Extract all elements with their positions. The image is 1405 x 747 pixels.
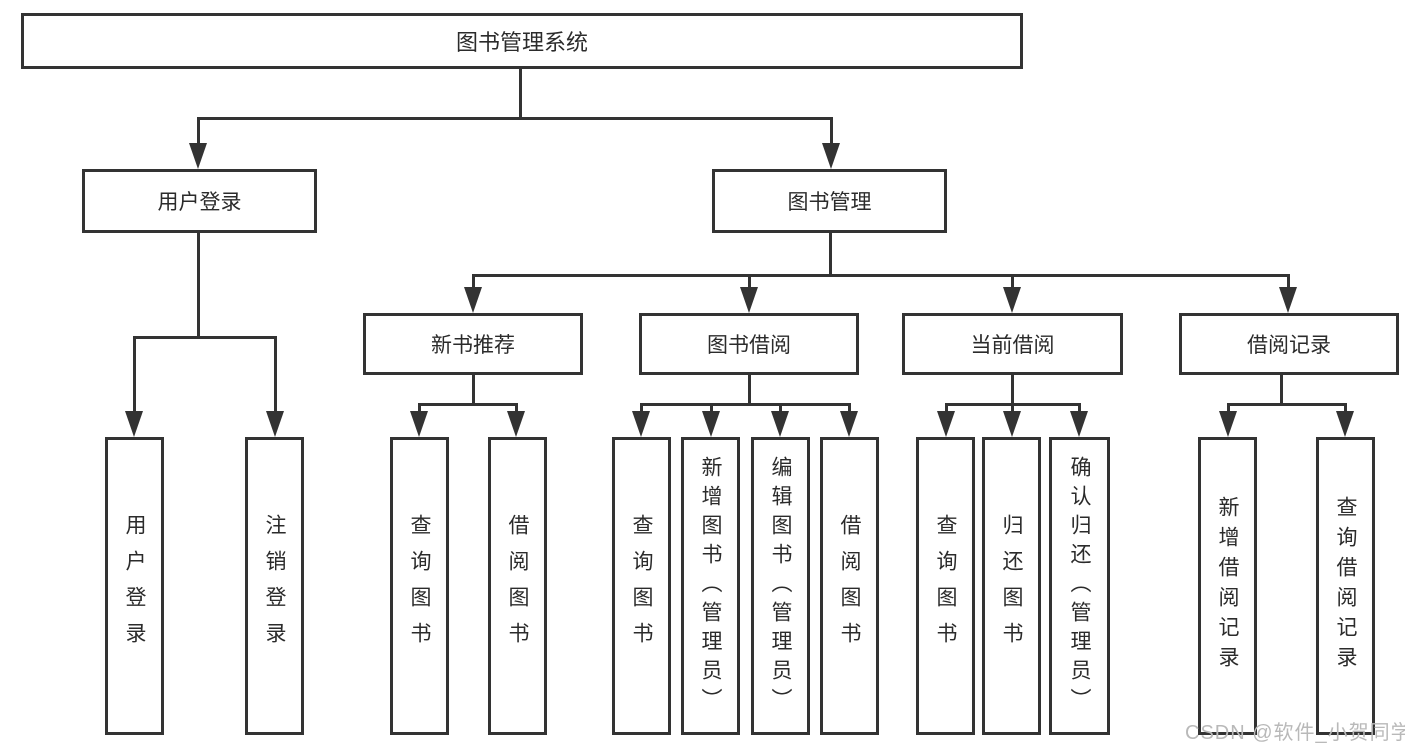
leaf-query-books-current: 查询图书	[916, 437, 975, 735]
leaf-user-login: 用户登录	[105, 437, 164, 735]
node-label: 借阅图书	[838, 514, 861, 658]
connector-line	[1344, 403, 1347, 415]
arrow-down-icon	[1279, 287, 1297, 313]
node-user-login: 用户登录	[82, 169, 317, 233]
connector-line	[640, 403, 643, 415]
node-label: 注销登录	[263, 514, 286, 658]
connector-line	[1011, 403, 1014, 415]
node-label: 编辑图书（管理员）	[769, 455, 792, 717]
node-label: 用户登录	[157, 191, 242, 214]
node-label: 确认归还（管理员）	[1068, 455, 1091, 717]
connector-line	[515, 403, 518, 415]
connector-line	[133, 336, 136, 415]
arrow-down-icon	[822, 143, 840, 169]
arrow-down-icon	[1070, 411, 1088, 437]
leaf-query-borrow-record: 查询借阅记录	[1316, 437, 1375, 735]
connector-line	[418, 403, 518, 406]
connector-line	[640, 403, 851, 406]
leaf-query-books-recommend: 查询图书	[390, 437, 449, 735]
node-label: 当前借阅	[970, 334, 1055, 357]
connector-line	[472, 375, 475, 406]
arrow-down-icon	[740, 287, 758, 313]
node-label: 新增图书（管理员）	[699, 455, 722, 717]
connector-line	[1227, 403, 1230, 415]
arrow-down-icon	[266, 411, 284, 437]
connector-line	[197, 117, 832, 120]
connector-line	[197, 233, 200, 339]
node-new-book-recommend: 新书推荐	[363, 313, 583, 375]
connector-line	[133, 336, 276, 339]
connector-line	[748, 274, 751, 292]
connector-line	[1011, 375, 1014, 406]
csdn-watermark: CSDN @软件_小贺同学	[1185, 722, 1405, 744]
leaf-logout: 注销登录	[245, 437, 304, 735]
node-current-borrow: 当前借阅	[902, 313, 1123, 375]
leaf-add-books-admin: 新增图书（管理员）	[681, 437, 740, 735]
node-book-management: 图书管理	[712, 169, 947, 233]
arrow-down-icon	[702, 411, 720, 437]
leaf-borrow-books: 借阅图书	[820, 437, 879, 735]
node-book-borrow: 图书借阅	[639, 313, 859, 375]
node-label: 用户登录	[123, 514, 146, 658]
node-label: 查询图书	[630, 514, 653, 658]
node-label: 图书管理系统	[455, 30, 588, 55]
arrow-down-icon	[1219, 411, 1237, 437]
arrow-down-icon	[840, 411, 858, 437]
connector-line	[710, 403, 713, 415]
connector-line	[748, 375, 751, 406]
arrow-down-icon	[632, 411, 650, 437]
node-label: 归还图书	[1000, 514, 1023, 658]
arrow-down-icon	[410, 411, 428, 437]
connector-line	[197, 117, 200, 147]
connector-line	[848, 403, 851, 415]
connector-line	[945, 403, 948, 415]
connector-line	[1011, 274, 1014, 292]
connector-line	[1287, 274, 1290, 292]
connector-line	[829, 233, 832, 277]
connector-line	[1227, 403, 1347, 406]
connector-line	[1078, 403, 1081, 415]
connector-line	[779, 403, 782, 415]
leaf-return-books: 归还图书	[982, 437, 1041, 735]
arrow-down-icon	[507, 411, 525, 437]
node-library-system: 图书管理系统	[21, 13, 1023, 69]
leaf-query-books-borrow: 查询图书	[612, 437, 671, 735]
connector-line	[519, 69, 522, 118]
connector-line	[1280, 375, 1283, 406]
arrow-down-icon	[937, 411, 955, 437]
node-label: 借阅图书	[506, 514, 529, 658]
leaf-borrow-books-recommend: 借阅图书	[488, 437, 547, 735]
leaf-edit-books-admin: 编辑图书（管理员）	[751, 437, 810, 735]
node-label: 图书管理	[787, 191, 872, 214]
arrow-down-icon	[189, 143, 207, 169]
leaf-add-borrow-record: 新增借阅记录	[1198, 437, 1257, 735]
node-label: 查询图书	[408, 514, 431, 658]
node-label: 查询借阅记录	[1334, 496, 1357, 676]
arrow-down-icon	[125, 411, 143, 437]
node-borrow-records: 借阅记录	[1179, 313, 1399, 375]
arrow-down-icon	[771, 411, 789, 437]
connector-line	[472, 274, 1290, 277]
arrow-down-icon	[1003, 411, 1021, 437]
connector-line	[830, 117, 833, 147]
connector-line	[472, 274, 475, 292]
node-label: 查询图书	[934, 514, 957, 658]
arrow-down-icon	[464, 287, 482, 313]
node-label: 新增借阅记录	[1216, 496, 1239, 676]
leaf-confirm-return-admin: 确认归还（管理员）	[1049, 437, 1110, 735]
node-label: 借阅记录	[1247, 334, 1331, 357]
connector-line	[274, 336, 277, 415]
arrow-down-icon	[1336, 411, 1354, 437]
node-label: 图书借阅	[707, 334, 791, 357]
connector-line	[418, 403, 421, 415]
arrow-down-icon	[1003, 287, 1021, 313]
node-label: 新书推荐	[431, 334, 515, 357]
